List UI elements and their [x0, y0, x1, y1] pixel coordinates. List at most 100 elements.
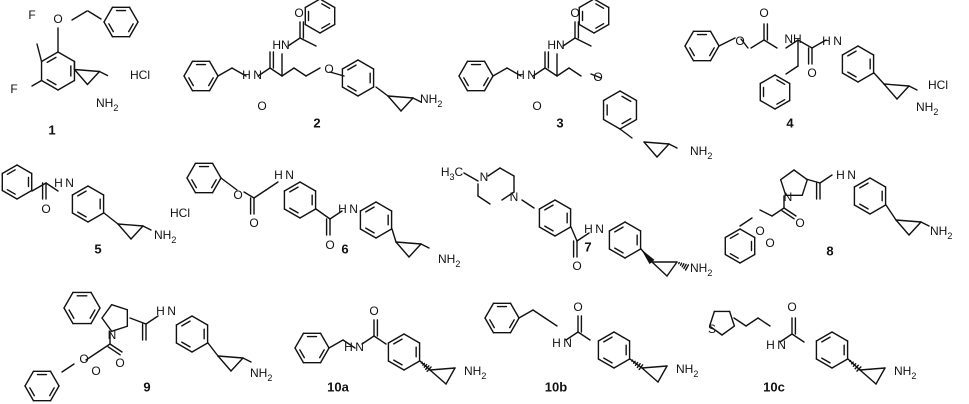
bond	[721, 325, 736, 336]
bond	[684, 45, 695, 62]
atom-label: NH2	[464, 364, 486, 381]
bond	[73, 68, 101, 73]
bond	[811, 39, 827, 49]
bond	[16, 164, 33, 175]
bond	[393, 338, 403, 345]
bond	[869, 204, 887, 215]
bond	[492, 67, 508, 77]
bond	[299, 181, 317, 192]
bond	[1, 164, 18, 175]
bond	[619, 118, 638, 130]
bond	[191, 315, 209, 326]
bond	[49, 385, 60, 402]
atom-label: O	[294, 6, 303, 20]
atom-label: O	[53, 12, 62, 26]
bond	[458, 60, 469, 77]
bond	[103, 6, 114, 23]
bond	[57, 51, 76, 63]
bond	[71, 212, 89, 223]
bond	[883, 83, 910, 87]
bond	[608, 248, 626, 259]
bond	[614, 247, 624, 254]
bond	[294, 347, 305, 364]
bond	[521, 199, 535, 209]
bond	[847, 50, 857, 57]
bond	[391, 228, 397, 243]
bond	[458, 75, 469, 92]
bond	[128, 6, 139, 23]
bond	[231, 67, 247, 77]
bond	[733, 317, 747, 327]
bond	[776, 98, 786, 105]
bond	[724, 228, 741, 239]
bond	[408, 243, 422, 258]
bond	[242, 357, 252, 363]
bond	[24, 385, 35, 402]
bond	[831, 331, 849, 342]
atom-label: HN	[547, 38, 564, 52]
bond	[207, 342, 219, 357]
bond	[538, 226, 556, 237]
bond	[294, 332, 305, 349]
atom-label: H N	[54, 176, 74, 190]
bond	[183, 75, 194, 92]
bond	[329, 71, 345, 77]
bond	[420, 243, 430, 249]
bond	[220, 177, 238, 191]
bond	[375, 86, 389, 97]
bond	[776, 79, 786, 86]
bond	[739, 217, 753, 227]
bond	[709, 45, 720, 62]
atom-label: O	[735, 34, 744, 48]
bond	[63, 307, 74, 325]
bond	[319, 23, 336, 34]
atom-label: O	[369, 304, 378, 318]
compound-number: 10b	[545, 379, 567, 394]
bond	[319, 332, 330, 349]
bond	[895, 219, 910, 236]
bond	[243, 191, 255, 199]
bond	[361, 335, 375, 345]
atom-label: NH2	[438, 252, 460, 269]
bond	[859, 369, 877, 385]
atom-label: O	[324, 62, 333, 76]
bond	[614, 226, 624, 233]
bond	[859, 203, 869, 210]
atom-label: H N	[274, 168, 294, 182]
bond	[590, 73, 602, 79]
bond	[483, 75, 494, 92]
bond	[318, 349, 325, 359]
bond	[445, 367, 456, 385]
bond	[489, 319, 496, 329]
bond	[375, 228, 393, 239]
bond	[6, 188, 16, 195]
atom-label: HCl	[130, 68, 150, 82]
compound-number: 5	[94, 241, 101, 256]
bond	[365, 206, 375, 213]
bond	[565, 331, 579, 341]
bond	[621, 117, 632, 125]
bond	[186, 177, 197, 194]
bond	[482, 77, 489, 87]
atom-label: NH2	[154, 228, 176, 245]
bond	[885, 204, 897, 221]
bond	[666, 261, 678, 277]
bond	[107, 346, 121, 356]
bond	[847, 71, 857, 78]
bond	[87, 10, 102, 20]
bond	[602, 118, 621, 130]
bond	[554, 226, 572, 237]
bond	[299, 349, 306, 359]
atom-label: O	[233, 188, 242, 202]
atom-label: O	[570, 6, 579, 20]
bond	[805, 178, 821, 184]
bond	[621, 95, 632, 103]
bond	[208, 75, 219, 92]
bond	[774, 99, 791, 110]
bond	[387, 333, 405, 344]
bond	[101, 317, 113, 333]
bond	[908, 221, 922, 236]
bond	[602, 90, 621, 102]
bond	[739, 228, 756, 239]
